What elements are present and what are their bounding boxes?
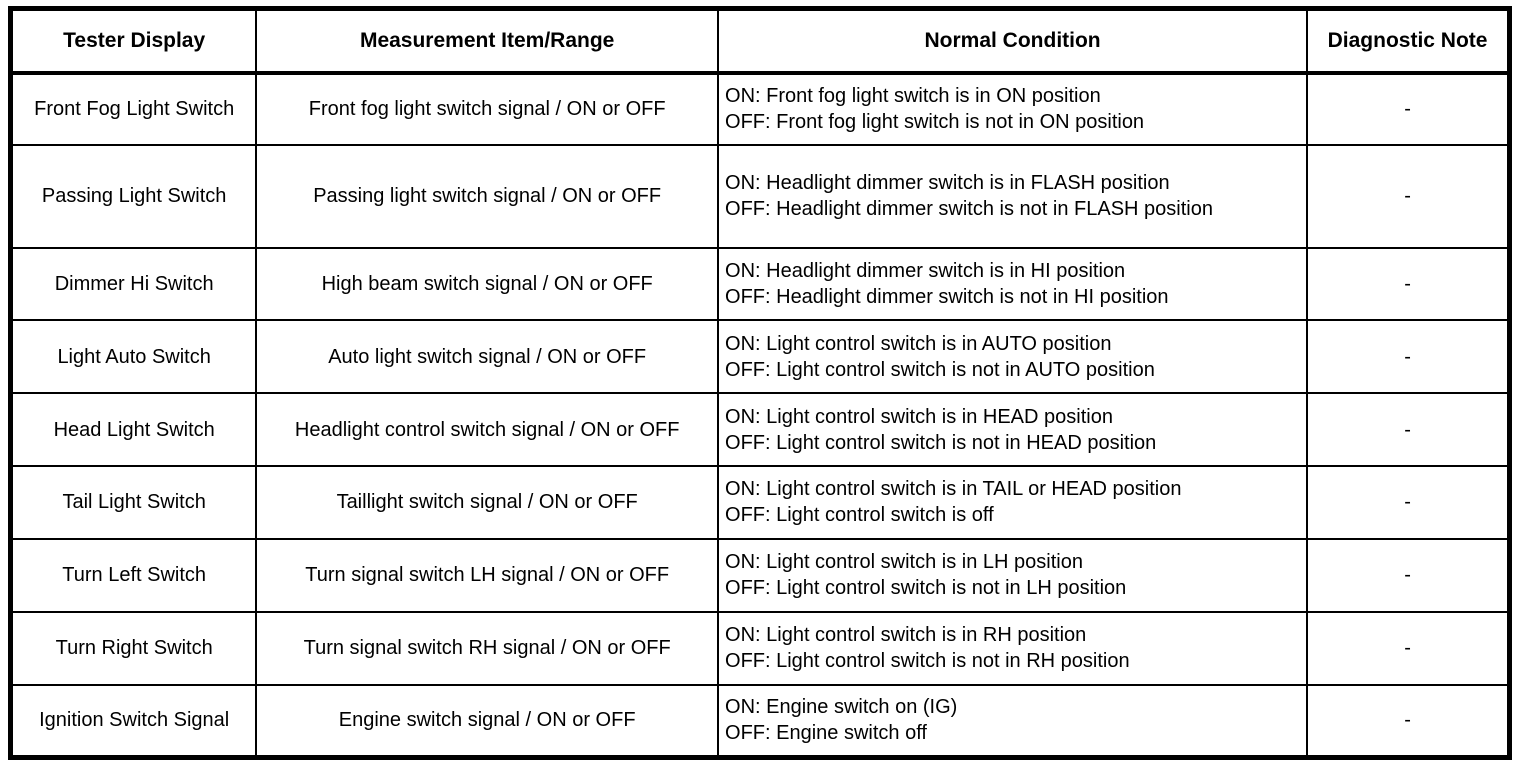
normal-condition-cell: ON: Light control switch is in AUTO posi… bbox=[717, 319, 1309, 395]
table-row: Passing Light Switch Passing light switc… bbox=[9, 144, 1511, 249]
tester-display-cell: Tail Light Switch bbox=[9, 465, 258, 540]
normal-condition-cell: ON: Front fog light switch is in ON posi… bbox=[717, 71, 1309, 147]
measurement-item-cell: Turn signal switch RH signal / ON or OFF bbox=[255, 610, 720, 686]
table-row: Tail Light Switch Taillight switch signa… bbox=[9, 465, 1511, 540]
measurement-item-cell: Headlight control switch signal / ON or … bbox=[255, 392, 720, 468]
measurement-item-cell: High beam switch signal / ON or OFF bbox=[255, 246, 720, 322]
tester-display-cell: Turn Left Switch bbox=[9, 537, 258, 613]
condition-off-line: OFF: Headlight dimmer switch is not in H… bbox=[725, 285, 1169, 308]
tester-display-cell: Passing Light Switch bbox=[9, 144, 258, 249]
diagnostic-note-cell: - bbox=[1306, 537, 1511, 613]
condition-on-line: ON: Light control switch is in TAIL or H… bbox=[725, 478, 1182, 501]
diagnostic-note-cell: - bbox=[1306, 144, 1511, 249]
header-diagnostic-note: Diagnostic Note bbox=[1306, 7, 1511, 75]
normal-condition-cell: ON: Light control switch is in TAIL or H… bbox=[717, 465, 1309, 540]
measurement-item-cell: Engine switch signal / ON or OFF bbox=[255, 683, 720, 759]
tester-display-table: Tester Display Measurement Item/Range No… bbox=[8, 6, 1512, 760]
condition-off-line: OFF: Light control switch is not in AUTO… bbox=[725, 358, 1155, 381]
measurement-item-cell: Turn signal switch LH signal / ON or OFF bbox=[255, 537, 720, 613]
table-row: Light Auto Switch Auto light switch sign… bbox=[9, 319, 1511, 395]
normal-condition-cell: ON: Headlight dimmer switch is in FLASH … bbox=[717, 144, 1309, 249]
normal-condition-cell: ON: Engine switch on (IG) OFF: Engine sw… bbox=[717, 683, 1309, 759]
normal-condition-cell: ON: Headlight dimmer switch is in HI pos… bbox=[717, 246, 1309, 322]
condition-on-line: ON: Light control switch is in AUTO posi… bbox=[725, 332, 1112, 355]
table-row: Dimmer Hi Switch High beam switch signal… bbox=[9, 246, 1511, 322]
diagnostic-note-cell: - bbox=[1306, 319, 1511, 395]
measurement-item-cell: Passing light switch signal / ON or OFF bbox=[255, 144, 720, 249]
diagnostic-note-cell: - bbox=[1306, 683, 1511, 759]
header-measurement-item: Measurement Item/Range bbox=[255, 7, 720, 75]
condition-off-line: OFF: Light control switch is not in LH p… bbox=[725, 577, 1127, 600]
table-row: Head Light Switch Headlight control swit… bbox=[9, 392, 1511, 468]
condition-on-line: ON: Engine switch on (IG) bbox=[725, 696, 958, 719]
condition-off-line: OFF: Light control switch is not in RH p… bbox=[725, 650, 1130, 673]
table-row: Ignition Switch Signal Engine switch sig… bbox=[9, 683, 1511, 759]
condition-on-line: ON: Headlight dimmer switch is in FLASH … bbox=[725, 172, 1170, 195]
normal-condition-cell: ON: Light control switch is in HEAD posi… bbox=[717, 392, 1309, 468]
header-tester-display: Tester Display bbox=[9, 7, 258, 75]
condition-off-line: OFF: Engine switch off bbox=[725, 722, 927, 745]
table-row: Turn Right Switch Turn signal switch RH … bbox=[9, 610, 1511, 686]
condition-on-line: ON: Light control switch is in HEAD posi… bbox=[725, 405, 1113, 428]
diagnostic-note-cell: - bbox=[1306, 71, 1511, 147]
table-row: Front Fog Light Switch Front fog light s… bbox=[9, 71, 1511, 147]
header-normal-condition: Normal Condition bbox=[717, 7, 1309, 75]
condition-on-line: ON: Light control switch is in RH positi… bbox=[725, 624, 1087, 647]
condition-on-line: ON: Headlight dimmer switch is in HI pos… bbox=[725, 259, 1126, 282]
measurement-item-cell: Front fog light switch signal / ON or OF… bbox=[255, 71, 720, 147]
tester-display-cell: Front Fog Light Switch bbox=[9, 71, 258, 147]
tester-display-cell: Dimmer Hi Switch bbox=[9, 246, 258, 322]
condition-off-line: OFF: Light control switch is off bbox=[725, 504, 994, 527]
measurement-item-cell: Taillight switch signal / ON or OFF bbox=[255, 465, 720, 540]
condition-on-line: ON: Light control switch is in LH positi… bbox=[725, 551, 1083, 574]
condition-on-line: ON: Front fog light switch is in ON posi… bbox=[725, 85, 1101, 108]
diagnostic-note-cell: - bbox=[1306, 392, 1511, 468]
condition-off-line: OFF: Front fog light switch is not in ON… bbox=[725, 111, 1145, 134]
diagnostic-note-cell: - bbox=[1306, 246, 1511, 322]
table-row: Turn Left Switch Turn signal switch LH s… bbox=[9, 537, 1511, 613]
diagnostic-note-cell: - bbox=[1306, 465, 1511, 540]
tester-display-cell: Ignition Switch Signal bbox=[9, 683, 258, 759]
condition-off-line: OFF: Headlight dimmer switch is not in F… bbox=[725, 198, 1213, 221]
measurement-item-cell: Auto light switch signal / ON or OFF bbox=[255, 319, 720, 395]
normal-condition-cell: ON: Light control switch is in LH positi… bbox=[717, 537, 1309, 613]
condition-off-line: OFF: Light control switch is not in HEAD… bbox=[725, 431, 1157, 454]
tester-display-cell: Head Light Switch bbox=[9, 392, 258, 468]
diagnostic-note-cell: - bbox=[1306, 610, 1511, 686]
table-header-row: Tester Display Measurement Item/Range No… bbox=[9, 7, 1511, 75]
normal-condition-cell: ON: Light control switch is in RH positi… bbox=[717, 610, 1309, 686]
tester-display-cell: Turn Right Switch bbox=[9, 610, 258, 686]
tester-display-cell: Light Auto Switch bbox=[9, 319, 258, 395]
